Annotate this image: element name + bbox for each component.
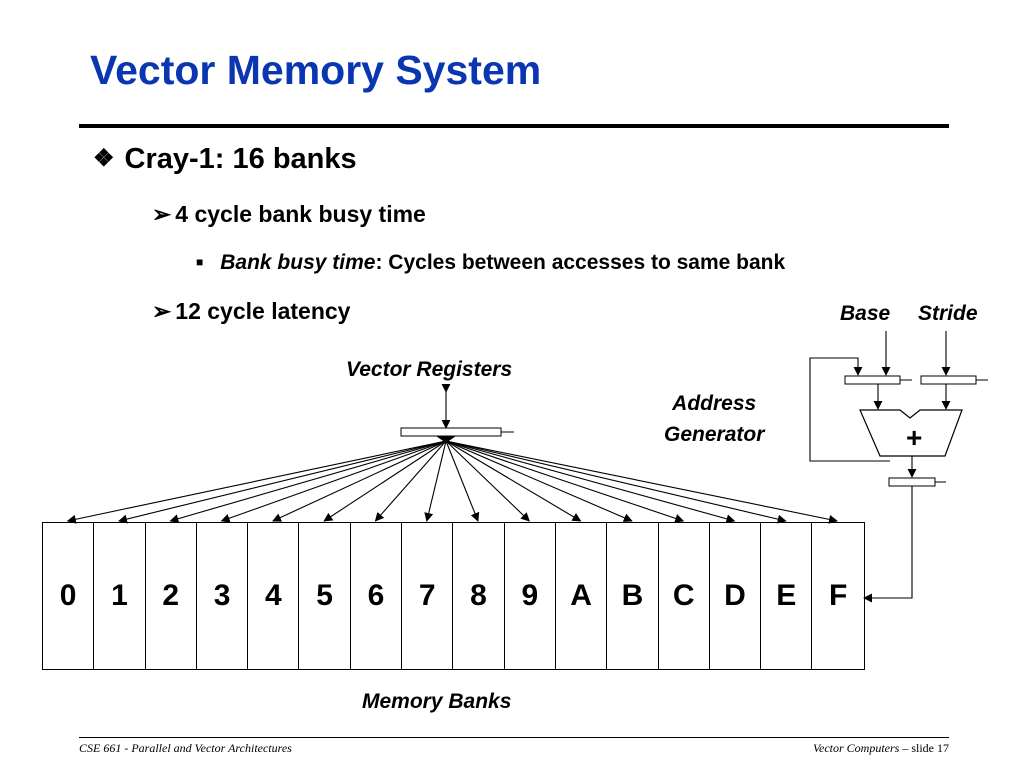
memory-bank-8: 8 <box>453 523 505 669</box>
base-register <box>844 375 901 385</box>
address-generator-line2: Generator <box>664 423 765 446</box>
fan-arrow-B <box>445 440 633 522</box>
stride-register <box>920 375 977 385</box>
fan-arrow-9 <box>445 440 530 522</box>
fan-arrow-C <box>445 440 685 523</box>
memory-bank-5: 5 <box>299 523 351 669</box>
fan-arrow-F <box>445 440 838 524</box>
fan-arrow-0 <box>66 440 447 524</box>
memory-bank-B: B <box>607 523 659 669</box>
memory-bank-C: C <box>659 523 710 669</box>
adder-plus-symbol: + <box>906 422 923 453</box>
fan-arrow-7 <box>424 440 447 522</box>
arrowhead-icon: ➢ <box>152 201 172 227</box>
memory-bank-7: 7 <box>402 523 454 669</box>
bullet-level2-a: ➢4 cycle bank busy time <box>152 203 426 226</box>
memory-bank-2: 2 <box>146 523 197 669</box>
memory-bank-4: 4 <box>248 523 300 669</box>
address-register <box>888 477 936 487</box>
footer-slide-number: – slide 17 <box>899 741 949 755</box>
bullet-level1: ❖ Cray-1: 16 banks <box>93 145 357 174</box>
fan-arrow-6 <box>374 440 447 522</box>
memory-bank-E: E <box>761 523 813 669</box>
adder-shape <box>859 409 963 457</box>
bullet-level2-a-text: 4 cycle bank busy time <box>175 201 426 227</box>
bullet-level2-b: ➢12 cycle latency <box>152 300 350 323</box>
footer-course: CSE 661 - Parallel and Vector Architectu… <box>79 741 292 755</box>
fan-arrow-4 <box>272 440 447 522</box>
footer-slide-info: Vector Computers – slide 17 <box>813 742 949 754</box>
memory-bank-1: 1 <box>94 523 146 669</box>
memory-bank-0: 0 <box>43 523 95 669</box>
fan-arrow-8 <box>445 440 480 522</box>
memory-banks-label: Memory Banks <box>362 690 512 713</box>
fan-arrow-5 <box>323 440 447 522</box>
fan-arrow-2 <box>169 440 447 524</box>
fan-arrow-A <box>445 440 582 522</box>
stride-label: Stride <box>918 302 978 325</box>
title-rule <box>79 124 949 128</box>
memory-bank-A: A <box>556 523 608 669</box>
memory-bank-F: F <box>828 579 848 612</box>
fan-arrow-E <box>445 440 787 524</box>
fan-arrow-3 <box>220 440 447 523</box>
bullet-level3: ■ Bank busy time: Cycles between accesses… <box>196 252 785 273</box>
bullet-level1-text: Cray-1: 16 banks <box>124 143 357 175</box>
address-generator-label: Address Generator <box>664 388 764 450</box>
memory-bank-3: 3 <box>197 523 249 669</box>
memory-bank-9: 9 <box>505 523 556 669</box>
bullet-level2-b-text: 12 cycle latency <box>175 298 351 324</box>
vector-registers-label: Vector Registers <box>346 358 513 381</box>
footer-rule <box>79 737 949 738</box>
vector-register-box <box>400 427 502 437</box>
memory-bank-D: D <box>710 523 762 669</box>
fan-arrow-1 <box>118 440 447 524</box>
fan-out-arrows <box>66 440 838 524</box>
address-feedback-line <box>809 357 890 462</box>
base-label: Base <box>840 302 891 325</box>
footer-topic: Vector Computers <box>813 741 900 755</box>
square-icon: ■ <box>196 255 204 269</box>
address-to-banks-line <box>863 486 913 603</box>
arrowhead-icon: ➢ <box>152 298 172 324</box>
address-generator-line1: Address <box>672 392 757 415</box>
fan-arrow-D <box>445 440 736 524</box>
bullet-level3-text: : Cycles between accesses to same bank <box>375 251 786 274</box>
slide-title: Vector Memory System <box>90 47 542 93</box>
bullet-level3-term: Bank busy time <box>220 251 376 274</box>
fan-junction <box>436 436 456 443</box>
four-diamond-icon: ❖ <box>93 145 115 172</box>
memory-bank-6: 6 <box>351 523 403 669</box>
